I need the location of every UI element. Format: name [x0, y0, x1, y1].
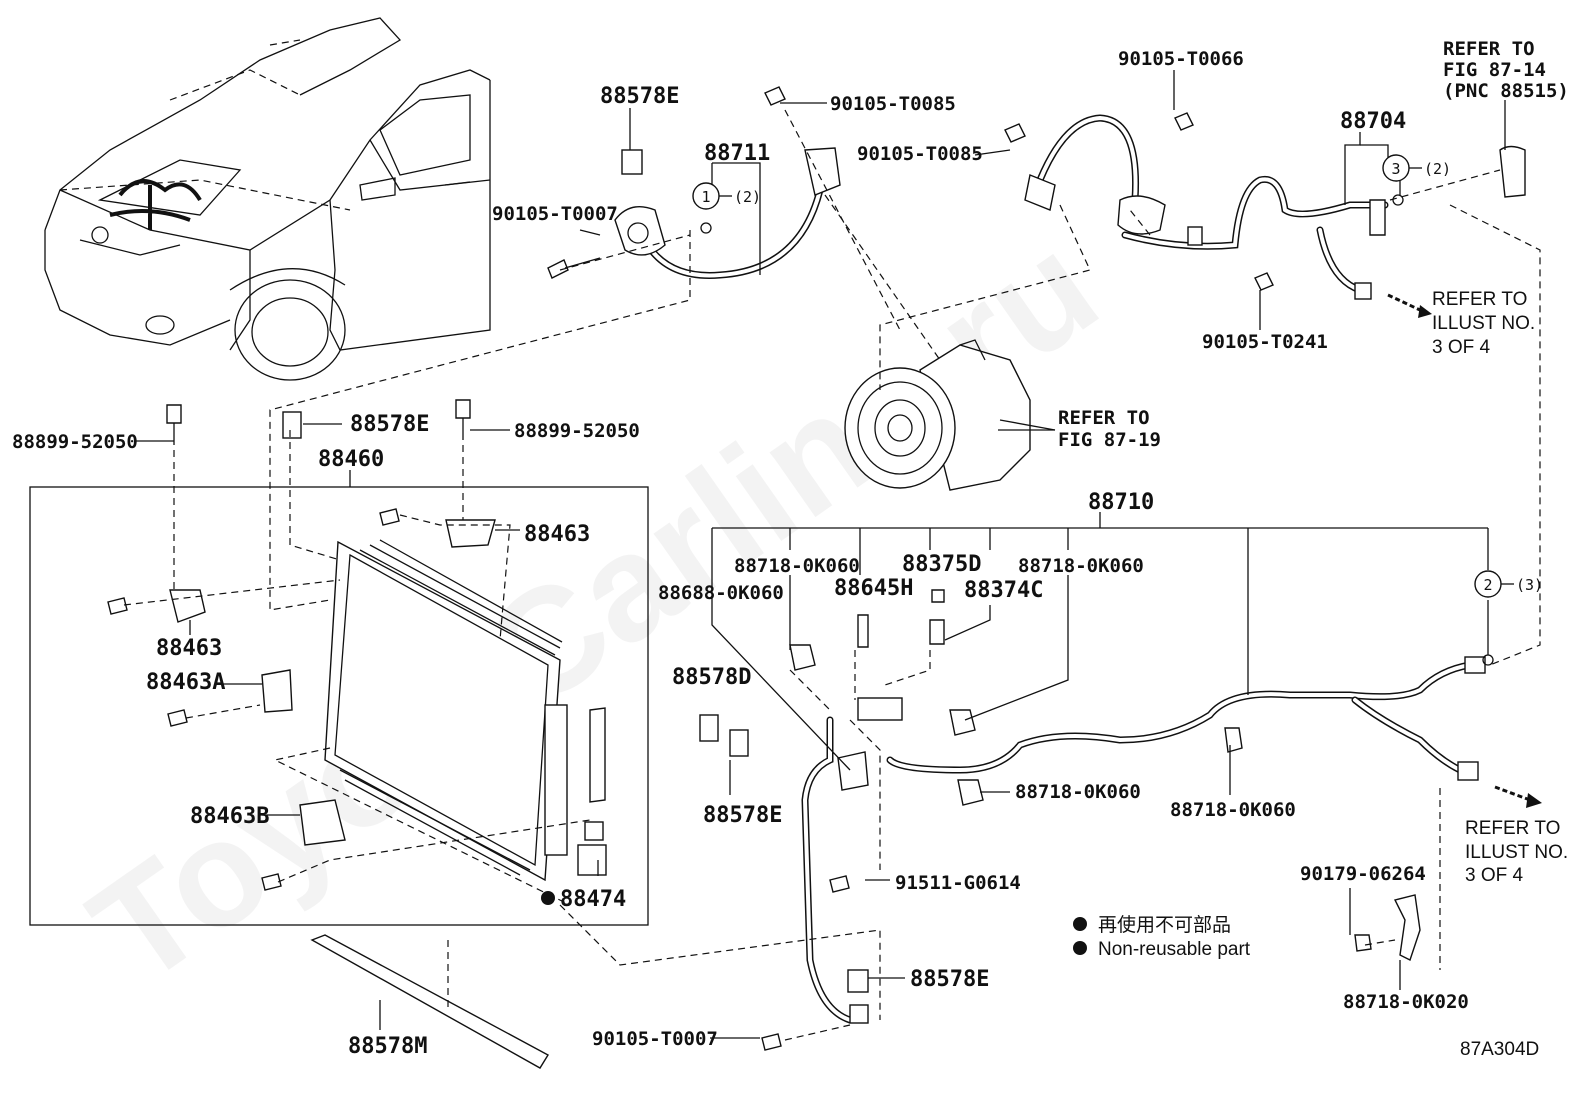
label-88718-0K060-c: 88718-0K060 [1015, 781, 1141, 803]
legend-bullet-2 [1073, 941, 1087, 955]
part-labels: 88578E 88711 90105-T0085 90105-T0085 901… [12, 38, 1569, 1059]
label-refer-illust-top-l2: ILLUST NO. [1432, 313, 1535, 334]
label-88578M: 88578M [348, 1034, 427, 1059]
label-90105-T0066: 90105-T0066 [1118, 48, 1244, 70]
label-refer-illust-bot-l2: ILLUST NO. [1465, 842, 1568, 863]
label-refer-fig-87-14-l1: REFER TO [1443, 38, 1535, 60]
label-88463A: 88463A [146, 670, 225, 695]
condenser-group-box [29, 486, 649, 926]
callout-2: 2 (3) [1474, 570, 1543, 666]
label-refer-illust-bot-l1: REFER TO [1465, 818, 1560, 839]
label-88718-0K060-a: 88718-0K060 [734, 555, 860, 577]
label-refer-fig-87-14-l3: (PNC 88515) [1443, 80, 1569, 102]
legend-japanese: 再使用不可部品 [1098, 914, 1231, 936]
label-88688-0K060: 88688-0K060 [658, 582, 784, 604]
label-88463-right: 88463 [524, 522, 590, 547]
label-90105-T0085-b: 90105-T0085 [857, 143, 983, 165]
label-88374C: 88374C [964, 578, 1043, 603]
label-refer-illust-bot-l3: 3 OF 4 [1465, 865, 1524, 886]
label-refer-fig-87-19-l2: FIG 87-19 [1058, 429, 1161, 451]
compressor [844, 339, 1056, 491]
label-88645H: 88645H [834, 576, 913, 601]
svg-text:(2): (2) [734, 188, 761, 206]
label-90179-06264: 90179-06264 [1300, 863, 1426, 885]
label-90105-T0007-top: 90105-T0007 [492, 203, 618, 225]
svg-text:1: 1 [701, 188, 710, 206]
label-refer-fig-87-19-l1: REFER TO [1058, 407, 1150, 429]
figure-code: 87A304D [1460, 1039, 1539, 1060]
label-88578E-top: 88578E [600, 84, 679, 109]
label-88899-52050-left: 88899-52050 [12, 431, 138, 453]
label-88718-0K060-b: 88718-0K060 [1018, 555, 1144, 577]
label-88578D: 88578D [672, 665, 751, 690]
label-88463-left: 88463 [156, 636, 222, 661]
brackets [107, 399, 496, 891]
label-88578E-bot: 88578E [910, 967, 989, 992]
discharge-hose [547, 86, 1026, 279]
svg-text:(3): (3) [1516, 576, 1543, 594]
condenser [282, 411, 607, 905]
svg-text:3: 3 [1391, 160, 1400, 178]
leader-lines [123, 70, 1541, 1041]
label-88704: 88704 [1340, 109, 1406, 134]
label-88710: 88710 [1088, 490, 1154, 515]
label-refer-fig-87-14-l2: FIG 87-14 [1443, 59, 1546, 81]
callout-3: 3 (2) [1382, 154, 1451, 206]
legend-english: Non-reusable part [1098, 939, 1251, 960]
svg-text:2: 2 [1483, 576, 1492, 594]
vehicle-sketch [44, 17, 491, 381]
label-88375D: 88375D [902, 552, 981, 577]
label-88899-52050-right: 88899-52050 [514, 420, 640, 442]
label-90105-T0241: 90105-T0241 [1202, 331, 1328, 353]
label-88463B: 88463B [190, 804, 269, 829]
liquid-tube [699, 589, 1486, 1051]
svg-text:(2): (2) [1424, 160, 1451, 178]
callout-1: 1 (2) [692, 182, 761, 234]
legend: 再使用不可部品 Non-reusable part [1073, 914, 1251, 960]
label-88460: 88460 [318, 447, 384, 472]
label-90105-T0085-a: 90105-T0085 [830, 93, 956, 115]
label-88718-0K020: 88718-0K020 [1343, 991, 1469, 1013]
label-88711: 88711 [704, 141, 770, 166]
label-88578E-mid: 88578E [350, 412, 429, 437]
label-88718-0K060-d: 88718-0K060 [1170, 799, 1296, 821]
suction-hose [1024, 112, 1526, 300]
strip-88578M [310, 934, 549, 1069]
label-88578E-low: 88578E [703, 803, 782, 828]
label-88474: 88474 [560, 887, 626, 912]
legend-bullet-1 [1073, 917, 1087, 931]
label-refer-illust-top-l1: REFER TO [1432, 289, 1527, 310]
label-90105-T0007-bot: 90105-T0007 [592, 1028, 718, 1050]
label-91511-G0614: 91511-G0614 [895, 872, 1021, 894]
label-refer-illust-top-l3: 3 OF 4 [1432, 337, 1491, 358]
